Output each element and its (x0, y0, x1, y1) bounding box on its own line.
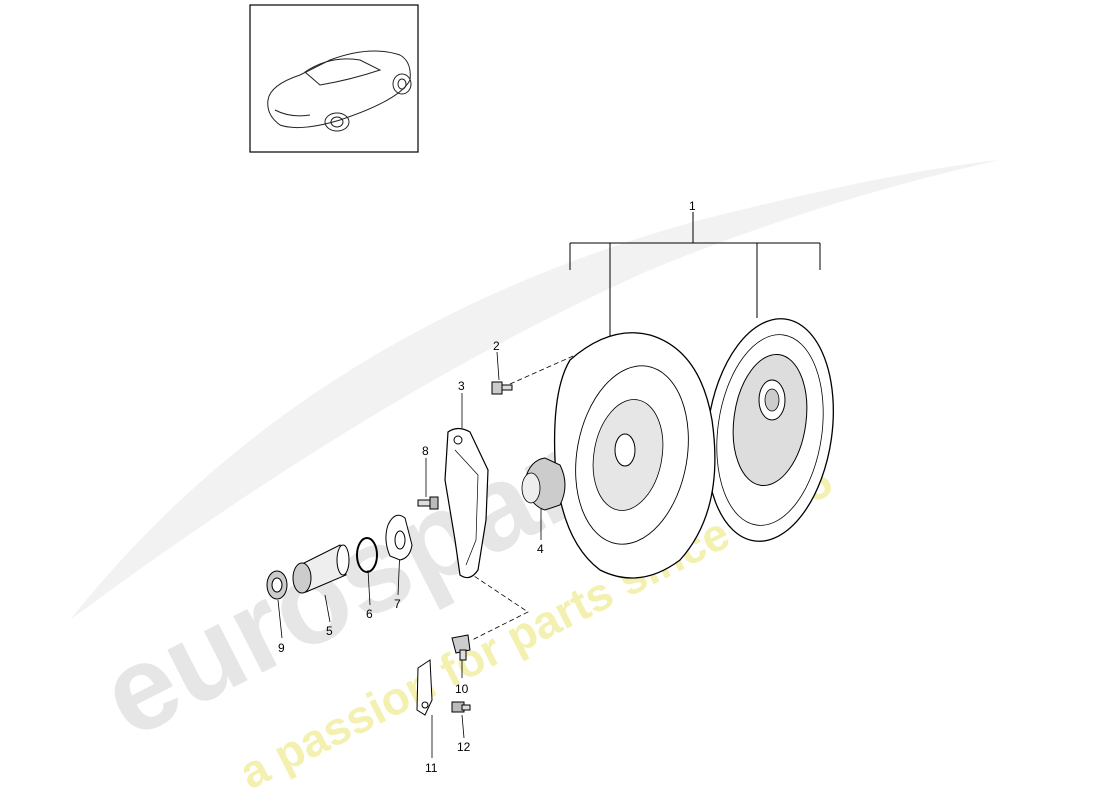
callout-8: 8 (422, 444, 429, 458)
callout-10: 10 (455, 682, 469, 696)
bolt-2[interactable] (491, 381, 513, 395)
pin-10[interactable] (451, 634, 471, 661)
callout-9: 9 (278, 641, 285, 655)
callout-5: 5 (326, 624, 333, 638)
leader-lines (277, 351, 542, 758)
o-ring-6[interactable] (356, 537, 378, 573)
bracket-11[interactable] (416, 659, 433, 716)
callout-labels: 1 2 3 4 5 6 7 8 9 10 11 12 (278, 199, 696, 775)
release-bearing[interactable] (521, 457, 566, 511)
callout-bracket-1 (569, 212, 821, 345)
callout-4: 4 (537, 542, 544, 556)
callout-6: 6 (366, 607, 373, 621)
callout-12: 12 (457, 740, 471, 754)
bolt-8[interactable] (417, 496, 439, 510)
callout-2: 2 (493, 339, 500, 353)
guide-tube-5[interactable] (292, 544, 350, 594)
callout-1: 1 (689, 199, 696, 213)
seal-9[interactable] (266, 570, 288, 600)
car-thumbnail[interactable] (249, 4, 419, 153)
clutch-disc[interactable] (693, 310, 847, 549)
release-fork[interactable] (444, 427, 489, 579)
callout-11: 11 (425, 761, 438, 775)
car-convertible-icon (267, 50, 412, 132)
bolt-12[interactable] (451, 701, 471, 713)
callout-3: 3 (458, 379, 465, 393)
gasket-7[interactable] (385, 514, 413, 561)
pressure-plate[interactable] (553, 332, 716, 579)
callout-7: 7 (394, 597, 401, 611)
